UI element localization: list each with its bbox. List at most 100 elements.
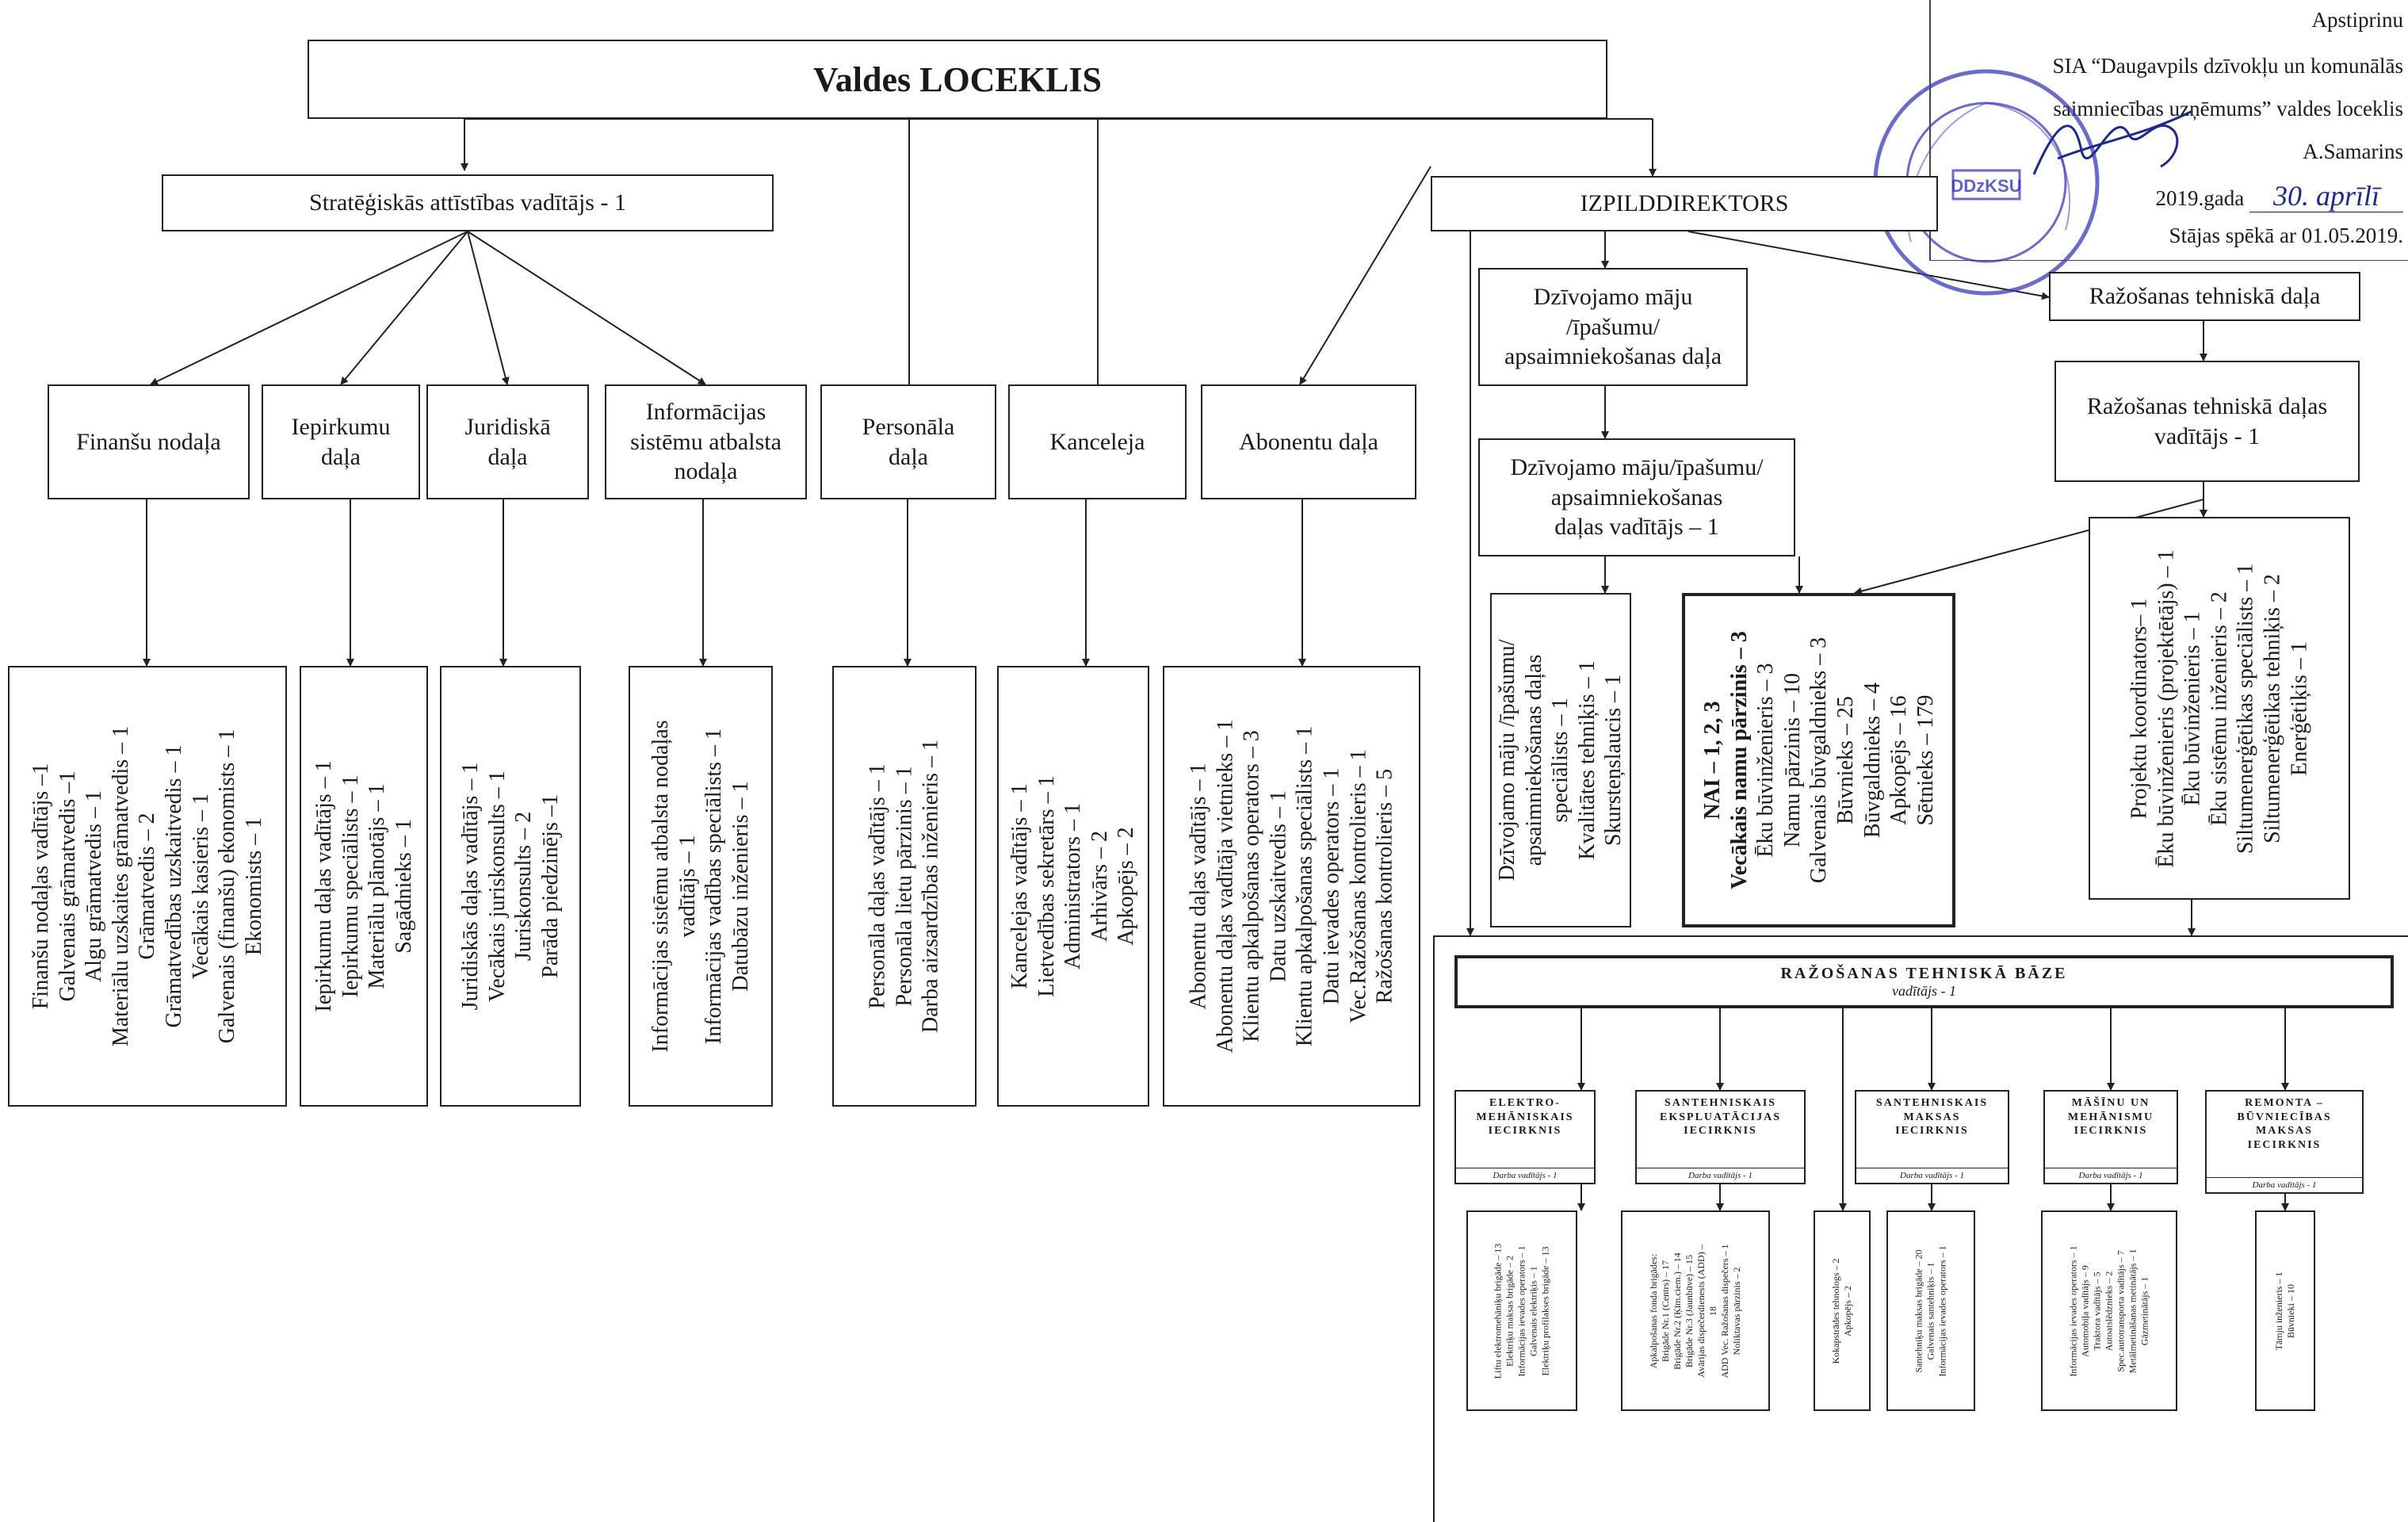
it-support-staff-box: Informācijas sistēmu atbalsta nodaļas va… bbox=[629, 666, 773, 1107]
department-label: Informācijas sistēmu atbalsta nodaļa bbox=[630, 399, 782, 485]
staff-item: Namu pārzinis – 10 bbox=[1779, 672, 1805, 848]
staff-item: Parāda piedzinējs –1 bbox=[537, 794, 563, 978]
staff-item: Galvenais santehniķis – 1 bbox=[1924, 1262, 1936, 1359]
department-subscribers: Abonentu daļa bbox=[1201, 384, 1416, 499]
staff-item: Informācijas ievades operators – 1 bbox=[1516, 1245, 1527, 1377]
staff-item: Projektu koordinators– 1 bbox=[2127, 598, 2152, 819]
production-base-frame bbox=[1433, 935, 2408, 1522]
legal-staff-list: Juridiskās daļas vadītājs – 1 Vecākais j… bbox=[457, 763, 564, 1011]
section-plumbing-paid: SANTEHNISKAIS MAKSAS IECIRKNIS Darba vad… bbox=[1855, 1090, 2009, 1184]
staff-item: Spec.autotransporta vadītājs – 7 bbox=[2115, 1249, 2127, 1372]
production-base-header: RAŽOŠANAS TEHNISKĀ BĀZE vadītājs - 1 bbox=[1454, 955, 2394, 1008]
technical-department-box: Ražošanas tehniskā daļa bbox=[2049, 272, 2360, 321]
staff-item: Arhivārs – 2 bbox=[1087, 831, 1112, 942]
section-manager: Darba vadītājs - 1 bbox=[1637, 1168, 1804, 1183]
staff-item: Būvnieki – 10 bbox=[2285, 1283, 2296, 1338]
staff-item: Abonentu daļas vadītāja vietnieks – 1 bbox=[1212, 719, 1237, 1054]
approval-line-1: Apstiprinu bbox=[2311, 8, 2403, 32]
staff-item: Automobiļa vadītājs – 9 bbox=[2079, 1264, 2091, 1357]
staff-item: Personāla daļas vadītājs – 1 bbox=[865, 763, 890, 1009]
staff-item: Kokapstrādes tehnologs – 2 bbox=[1830, 1258, 1841, 1363]
finance-staff-list: Finanšu nodaļas vadītājs –1 Galvenais gr… bbox=[28, 726, 267, 1046]
housing-workers-list: NAI – 1, 2, 3 Vecākais namu pārzinis – 3… bbox=[1699, 631, 1938, 889]
section-machinery: MĀŠĪNU UN MEHĀNISMU IECIRKNIS Darba vadī… bbox=[2043, 1090, 2178, 1184]
procurement-staff-box: Iepirkumu daļas vadītājs – 1 Iepirkumu s… bbox=[300, 666, 428, 1107]
section-manager: Darba vadītājs - 1 bbox=[2207, 1177, 2362, 1192]
department-finance: Finanšu nodaļa bbox=[48, 384, 250, 499]
production-base-title: RAŽOŠANAS TEHNISKĀ BĀZE bbox=[1780, 965, 2068, 982]
staff-item: Elektriķu maksas brigāde – 2 bbox=[1504, 1255, 1516, 1367]
board-member-box: Valdes LOCEKLIS bbox=[308, 40, 1607, 119]
staff-item: Tāmju inženieris – 1 bbox=[2273, 1272, 2284, 1350]
strategic-development-box: Stratēģiskās attīstības vadītājs - 1 bbox=[162, 174, 774, 231]
plumbing-operation-staff-list: Apkalpošanas fonda brigādes: Brigāde Nr.… bbox=[1648, 1244, 1743, 1378]
it-support-staff-list: Informācijas sistēmu atbalsta nodaļas va… bbox=[648, 720, 754, 1052]
technical-staff-box: Projektu koordinators– 1 Ēku būvinženier… bbox=[2089, 517, 2350, 900]
staff-item: Apkopējs – 2 bbox=[1114, 827, 1139, 946]
staff-item: Sagādnieks – 1 bbox=[391, 819, 416, 954]
staff-item: Ekonomists – 1 bbox=[241, 816, 266, 956]
staff-item: Informācijas sistēmu atbalsta nodaļas bbox=[648, 720, 673, 1053]
production-base-subtitle: vadītājs - 1 bbox=[1892, 983, 1956, 999]
staff-item: Algu grāmatvedis – 1 bbox=[82, 790, 107, 982]
machinery-staff-list: Informācijas ievades operators – 1 Autom… bbox=[2068, 1245, 2151, 1376]
department-legal: Juridiskā daļa bbox=[426, 384, 589, 499]
staff-item: Klientu apkalpošanas speciālists – 1 bbox=[1292, 725, 1317, 1047]
staff-item: Personāla lietu pārzinis – 1 bbox=[892, 766, 917, 1007]
executive-director-label: IZPILDDIREKTORS bbox=[1580, 190, 1789, 217]
department-personnel: Personāla daļa bbox=[820, 384, 996, 499]
staff-item: Abonentu daļas vadītājs – 1 bbox=[1186, 763, 1211, 1010]
staff-item: Apkalpošanas fonda brigādes: bbox=[1648, 1253, 1659, 1368]
staff-item: Grāmatvedis – 2 bbox=[135, 813, 160, 960]
department-chancellery: Kanceleja bbox=[1008, 384, 1187, 499]
staff-item: speciālists – 1 bbox=[1548, 698, 1573, 823]
housing-department-label: Dzīvojamo māju /īpašumu/ apsaimniekošana… bbox=[1504, 284, 1722, 370]
executive-director-box: IZPILDDIREKTORS bbox=[1431, 176, 1938, 231]
section-manager: Darba vadītājs - 1 bbox=[2045, 1168, 2177, 1183]
chancellery-staff-list: Kancelejas vadītājs – 1 Lietvedības sekr… bbox=[1007, 775, 1140, 996]
strategic-development-label: Stratēģiskās attīstības vadītājs - 1 bbox=[309, 189, 626, 216]
staff-item: Brigāde Nr.1 (Centrs) – 17 bbox=[1660, 1260, 1671, 1362]
staff-item: vadītājs – 1 bbox=[675, 835, 700, 938]
staff-item: Sētnieks – 179 bbox=[1913, 694, 1938, 826]
woodwork-staff-box: Kokapstrādes tehnologs – 2 Apkopējs – 2 bbox=[1814, 1210, 1871, 1411]
staff-item: Ēku būvinženieris – 1 bbox=[2180, 611, 2205, 805]
staff-item: Galvenais būvgaldnieks – 3 bbox=[1806, 637, 1831, 884]
plumbing-paid-staff-list: Santehniķu maksas brigāde – 20 Galvenais… bbox=[1913, 1245, 1949, 1376]
staff-item: ADD Vec. Ražošanas dispečers – 1 bbox=[1719, 1243, 1730, 1379]
approval-block: Apstiprinu SIA “Daugavpils dzīvokļu un k… bbox=[1873, 0, 2408, 296]
staff-item: Ēku sistēmu inženieris – 2 bbox=[2207, 591, 2232, 826]
subscribers-staff-list: Abonentu daļas vadītājs – 1 Abonentu daļ… bbox=[1185, 720, 1398, 1054]
electromechanical-staff-box: Liftu elektromehāniķu brigāde – 13 Elekt… bbox=[1466, 1210, 1577, 1411]
staff-item: Brigāde Nr.3 (Jaunbūve) – 15 bbox=[1684, 1254, 1695, 1367]
staff-item: Juriskonsults – 2 bbox=[511, 811, 536, 962]
department-label: Juridiskā daļa bbox=[464, 414, 551, 470]
repair-staff-list: Tāmju inženieris – 1 Būvnieki – 10 bbox=[2273, 1272, 2297, 1350]
staff-item: Autoatslēdznieks – 2 bbox=[2103, 1271, 2115, 1351]
approval-line-4: A.Samarins bbox=[2303, 140, 2403, 163]
department-label: Iepirkumu daļa bbox=[291, 414, 391, 470]
section-manager: Darba vadītājs - 1 bbox=[1456, 1168, 1594, 1183]
section-title: REMONTA – BŪVNIECĪBAS MAKSAS IECIRKNIS bbox=[2237, 1097, 2332, 1151]
staff-item: Vecākais juriskonsults – 1 bbox=[484, 771, 510, 1002]
plumbing-operation-staff-box: Apkalpošanas fonda brigādes: Brigāde Nr.… bbox=[1621, 1210, 1770, 1411]
staff-item: Būvgaldnieks – 4 bbox=[1859, 683, 1884, 838]
department-it-support: Informācijas sistēmu atbalsta nodaļa bbox=[605, 384, 807, 499]
staff-item: Siltumenerģētikas tehniķis – 2 bbox=[2260, 573, 2285, 843]
staff-item: Informācijas ievades operators – 1 bbox=[2067, 1245, 2079, 1377]
staff-item: NAI – 1, 2, 3 bbox=[1699, 701, 1725, 820]
staff-item: Brigāde Nr.2 (Ķīm.ciem.) – 14 bbox=[1672, 1252, 1683, 1370]
section-title: SANTEHNISKAIS EKSPLUATĀCIJAS IECIRKNIS bbox=[1660, 1097, 1781, 1137]
staff-item: Būvnieks – 25 bbox=[1833, 696, 1858, 824]
staff-item: Kancelejas vadītājs – 1 bbox=[1007, 783, 1033, 989]
housing-workers-box: NAI – 1, 2, 3 Vecākais namu pārzinis – 3… bbox=[1682, 593, 1955, 927]
signature bbox=[2032, 109, 2193, 175]
machinery-staff-box: Informācijas ievades operators – 1 Autom… bbox=[2041, 1210, 2177, 1411]
staff-item: Skursteņslaucis – 1 bbox=[1601, 674, 1626, 847]
staff-item: Elektriķu profilakses brigāde – 13 bbox=[1539, 1245, 1551, 1376]
staff-item: Dzīvojamo māju /īpašumu/ bbox=[1495, 639, 1520, 881]
staff-item: Vec.Ražošanas kontrolieris – 1 bbox=[1345, 749, 1370, 1023]
plumbing-paid-staff-box: Santehniķu maksas brigāde – 20 Galvenais… bbox=[1886, 1210, 1975, 1411]
technical-head-box: Ražošanas tehniskā daļas vadītājs - 1 bbox=[2054, 361, 2360, 482]
staff-item: Enerģētiķis – 1 bbox=[2286, 641, 2311, 776]
